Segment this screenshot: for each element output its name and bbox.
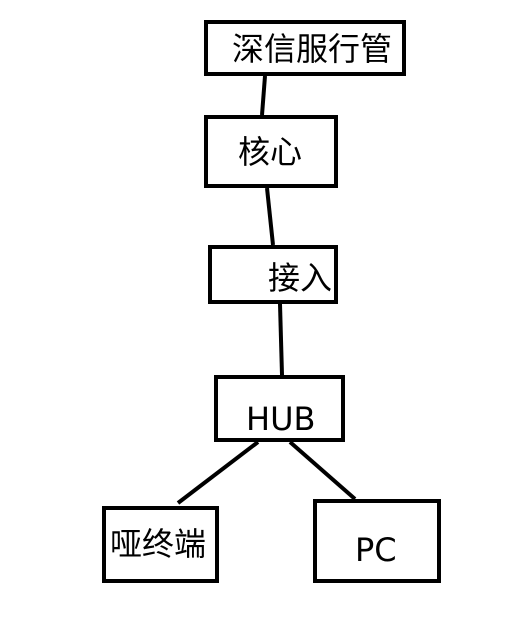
node-dumb-terminal: 哑终端: [102, 506, 219, 583]
node-pc-label: PC: [355, 531, 397, 569]
node-core-label: 核心: [238, 133, 303, 171]
node-pc: PC: [313, 499, 441, 583]
link-access-hub: [278, 303, 284, 376]
link-management-core: [260, 75, 267, 116]
node-management-label: 深信服行管: [232, 30, 393, 68]
link-hub-pc: [288, 440, 357, 501]
node-management: 深信服行管: [204, 20, 406, 76]
node-access: 接入: [208, 245, 338, 304]
link-hub-dumb-terminal: [176, 440, 260, 505]
node-core: 核心: [204, 115, 338, 188]
node-access-label: 接入: [268, 259, 333, 297]
node-hub: HUB: [214, 375, 345, 442]
link-core-access: [265, 187, 275, 246]
node-dumb-terminal-label: 哑终端: [110, 525, 207, 563]
node-hub-label: HUB: [246, 400, 316, 438]
